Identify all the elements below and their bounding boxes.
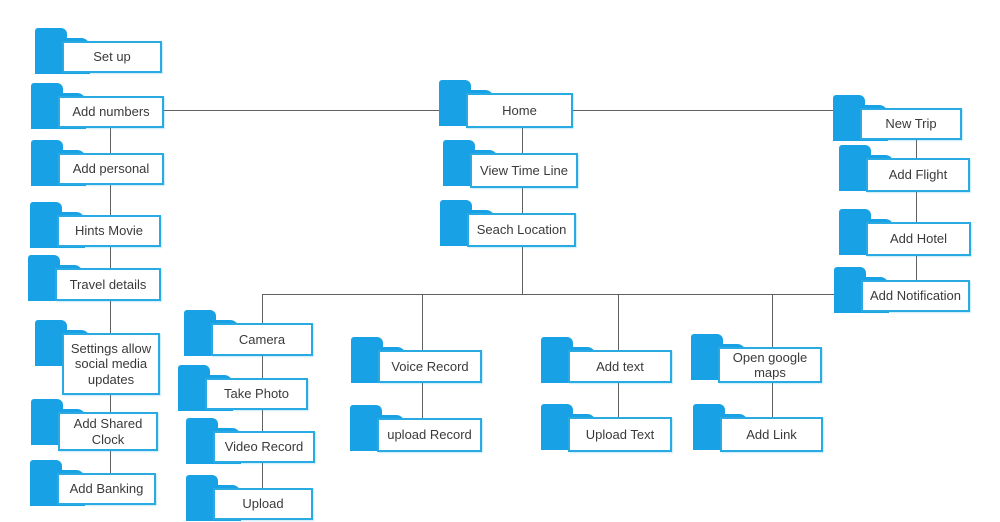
node-label: Video Record [213, 431, 315, 463]
node-add-personal[interactable]: Add personal [31, 140, 164, 186]
node-label: Settings allow social media updates [62, 333, 160, 395]
node-label: Add Link [720, 417, 823, 452]
node-settings-social-media[interactable]: Settings allow social media updates [35, 320, 160, 395]
node-label: Seach Location [467, 213, 576, 247]
connector-line [262, 294, 863, 295]
connector-line [262, 294, 263, 323]
connector-line [772, 383, 773, 417]
connector-line [522, 247, 523, 294]
node-camera[interactable]: Camera [184, 310, 313, 356]
node-label: Add Notification [861, 280, 970, 312]
connector-line [262, 463, 263, 488]
node-label: Upload Text [568, 417, 672, 452]
connector-line [110, 128, 111, 153]
node-label: Camera [211, 323, 313, 356]
connector-line [110, 185, 111, 215]
connector-line [522, 188, 523, 213]
node-label: Add Hotel [866, 222, 971, 256]
connector-line [110, 247, 111, 268]
node-upload[interactable]: Upload [186, 475, 313, 521]
node-label: Upload [213, 488, 313, 520]
node-label: Set up [62, 41, 162, 73]
node-upload-text[interactable]: Upload Text [541, 404, 672, 452]
connector-line [916, 192, 917, 222]
node-voice-record[interactable]: Voice Record [351, 337, 482, 383]
node-take-photo[interactable]: Take Photo [178, 365, 308, 411]
node-label: Add Flight [866, 158, 970, 192]
connector-line [110, 451, 111, 473]
node-add-hotel[interactable]: Add Hotel [839, 209, 971, 256]
connector-line [618, 383, 619, 417]
node-travel-details[interactable]: Travel details [28, 255, 161, 301]
connector-line [916, 140, 917, 158]
connector-line [422, 383, 423, 418]
connector-line [262, 356, 263, 378]
connector-line [916, 256, 917, 280]
node-label: Hints Movie [57, 215, 161, 247]
node-label: Add numbers [58, 96, 164, 128]
connector-line [618, 294, 619, 350]
node-label: View Time Line [470, 153, 578, 188]
connector-line [262, 410, 263, 431]
node-view-time-line[interactable]: View Time Line [443, 140, 578, 188]
node-label: Take Photo [205, 378, 308, 410]
node-add-numbers[interactable]: Add numbers [31, 83, 164, 129]
node-label: Add personal [58, 153, 164, 185]
node-label: New Trip [860, 108, 962, 140]
connector-line [772, 294, 773, 347]
connector-line [110, 395, 111, 412]
node-add-shared-clock[interactable]: Add Shared Clock [31, 399, 158, 451]
node-label: Home [466, 93, 573, 128]
node-add-notification[interactable]: Add Notification [834, 267, 970, 313]
node-video-record[interactable]: Video Record [186, 418, 315, 464]
node-seach-location[interactable]: Seach Location [440, 200, 576, 247]
node-hints-movie[interactable]: Hints Movie [30, 202, 161, 248]
connector-line [422, 294, 423, 350]
node-home[interactable]: Home [439, 80, 573, 128]
node-label: Add Banking [57, 473, 156, 505]
node-set-up[interactable]: Set up [35, 28, 162, 74]
node-open-google-maps[interactable]: Open google maps [691, 334, 822, 383]
node-label: upload Record [377, 418, 482, 452]
node-label: Add Shared Clock [58, 412, 158, 451]
node-label: Open google maps [718, 347, 822, 383]
connector-line [522, 128, 523, 153]
node-new-trip[interactable]: New Trip [833, 95, 962, 141]
node-label: Travel details [55, 268, 161, 301]
node-add-link[interactable]: Add Link [693, 404, 823, 452]
node-upload-record[interactable]: upload Record [350, 405, 482, 452]
connector-line [573, 110, 862, 111]
node-add-banking[interactable]: Add Banking [30, 460, 156, 506]
node-label: Voice Record [378, 350, 482, 383]
node-add-text[interactable]: Add text [541, 337, 672, 383]
node-add-flight[interactable]: Add Flight [839, 145, 970, 192]
connector-line [110, 301, 111, 333]
connector-line [163, 110, 468, 111]
node-label: Add text [568, 350, 672, 383]
